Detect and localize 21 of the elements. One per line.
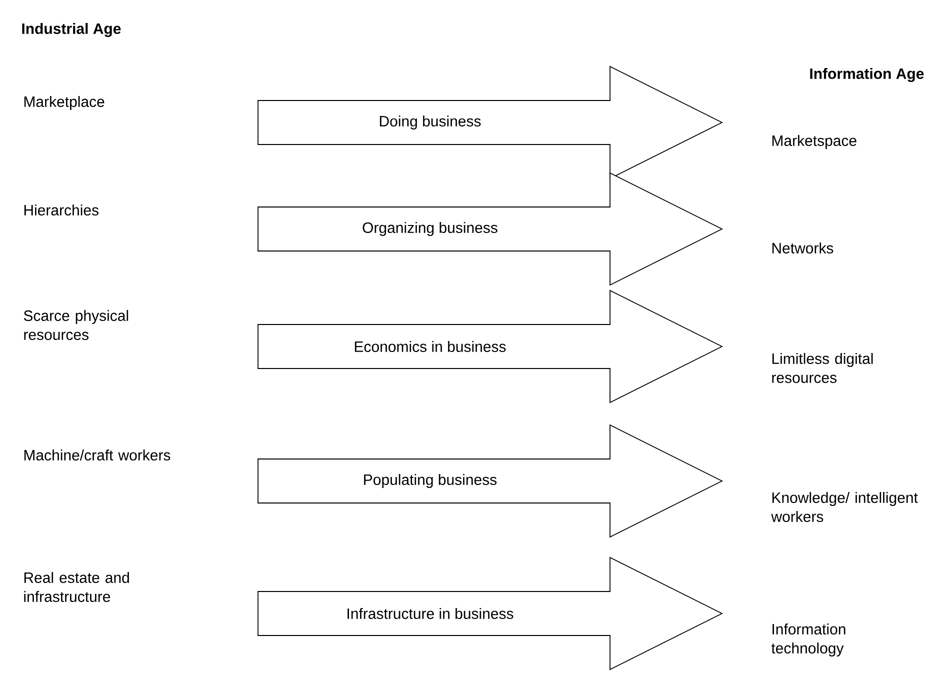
text-label: Scarce physical resources <box>24 310 128 340</box>
edge-label: Populating business <box>362 473 498 489</box>
edge-label: Doing business <box>378 114 482 130</box>
block-arrow <box>258 556 724 670</box>
edge-label: Economics in business <box>352 340 508 353</box>
text-label: Knowledge/ intelligent workers <box>771 492 918 522</box>
heading: Information Age <box>810 68 924 82</box>
text-label: Marketspace <box>772 135 856 149</box>
text-label: Real estate and infrastructure <box>24 572 129 602</box>
edge-label: Organizing business <box>361 221 499 237</box>
text-label: Hierarchies <box>24 204 98 216</box>
text-label: Limitless digital resources <box>772 353 873 383</box>
text-label: Networks <box>772 242 834 254</box>
text-label: Information technology <box>771 624 846 656</box>
block-arrow <box>258 172 724 286</box>
text-label: Marketplace <box>24 96 104 110</box>
text-label: Machine/craft workers <box>24 449 170 460</box>
block-arrow <box>258 290 724 404</box>
block-arrow <box>258 424 724 538</box>
edge-label: Infrastructure in business <box>345 606 515 620</box>
heading: Industrial Age <box>22 22 121 38</box>
